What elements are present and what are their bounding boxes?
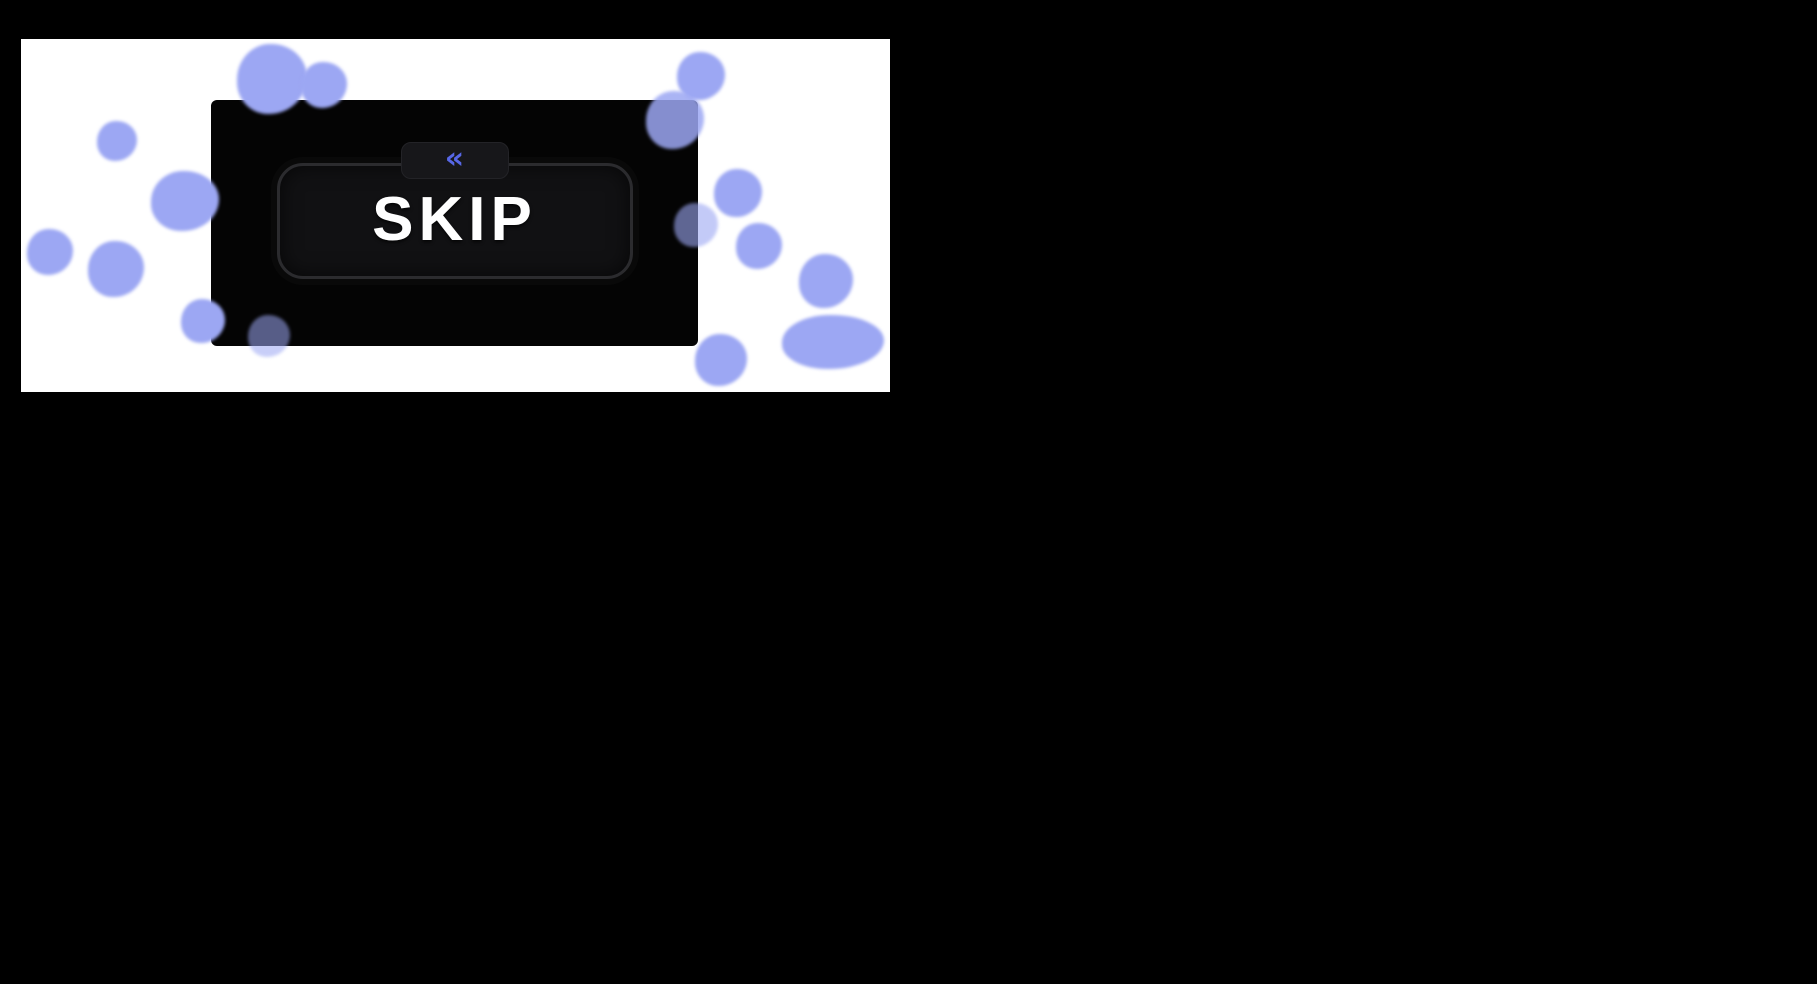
skip-button-label: SKIP bbox=[372, 184, 537, 254]
paint-blob bbox=[88, 241, 144, 297]
paint-blob bbox=[736, 223, 782, 269]
paint-blob bbox=[677, 52, 725, 100]
paint-blob bbox=[782, 315, 884, 369]
skip-button[interactable]: SKIP bbox=[276, 163, 633, 279]
paint-blob bbox=[27, 229, 73, 275]
paint-blob bbox=[97, 121, 137, 161]
paint-blob bbox=[695, 334, 747, 386]
paint-blob bbox=[799, 254, 853, 308]
paint-blob bbox=[151, 171, 219, 231]
collapse-chevrons-icon: « bbox=[444, 140, 465, 176]
skip-panel: « SKIP bbox=[211, 100, 698, 346]
drawing-canvas[interactable]: « SKIP bbox=[21, 39, 890, 392]
collapse-tab[interactable]: « bbox=[400, 140, 509, 179]
paint-blob bbox=[714, 169, 762, 217]
